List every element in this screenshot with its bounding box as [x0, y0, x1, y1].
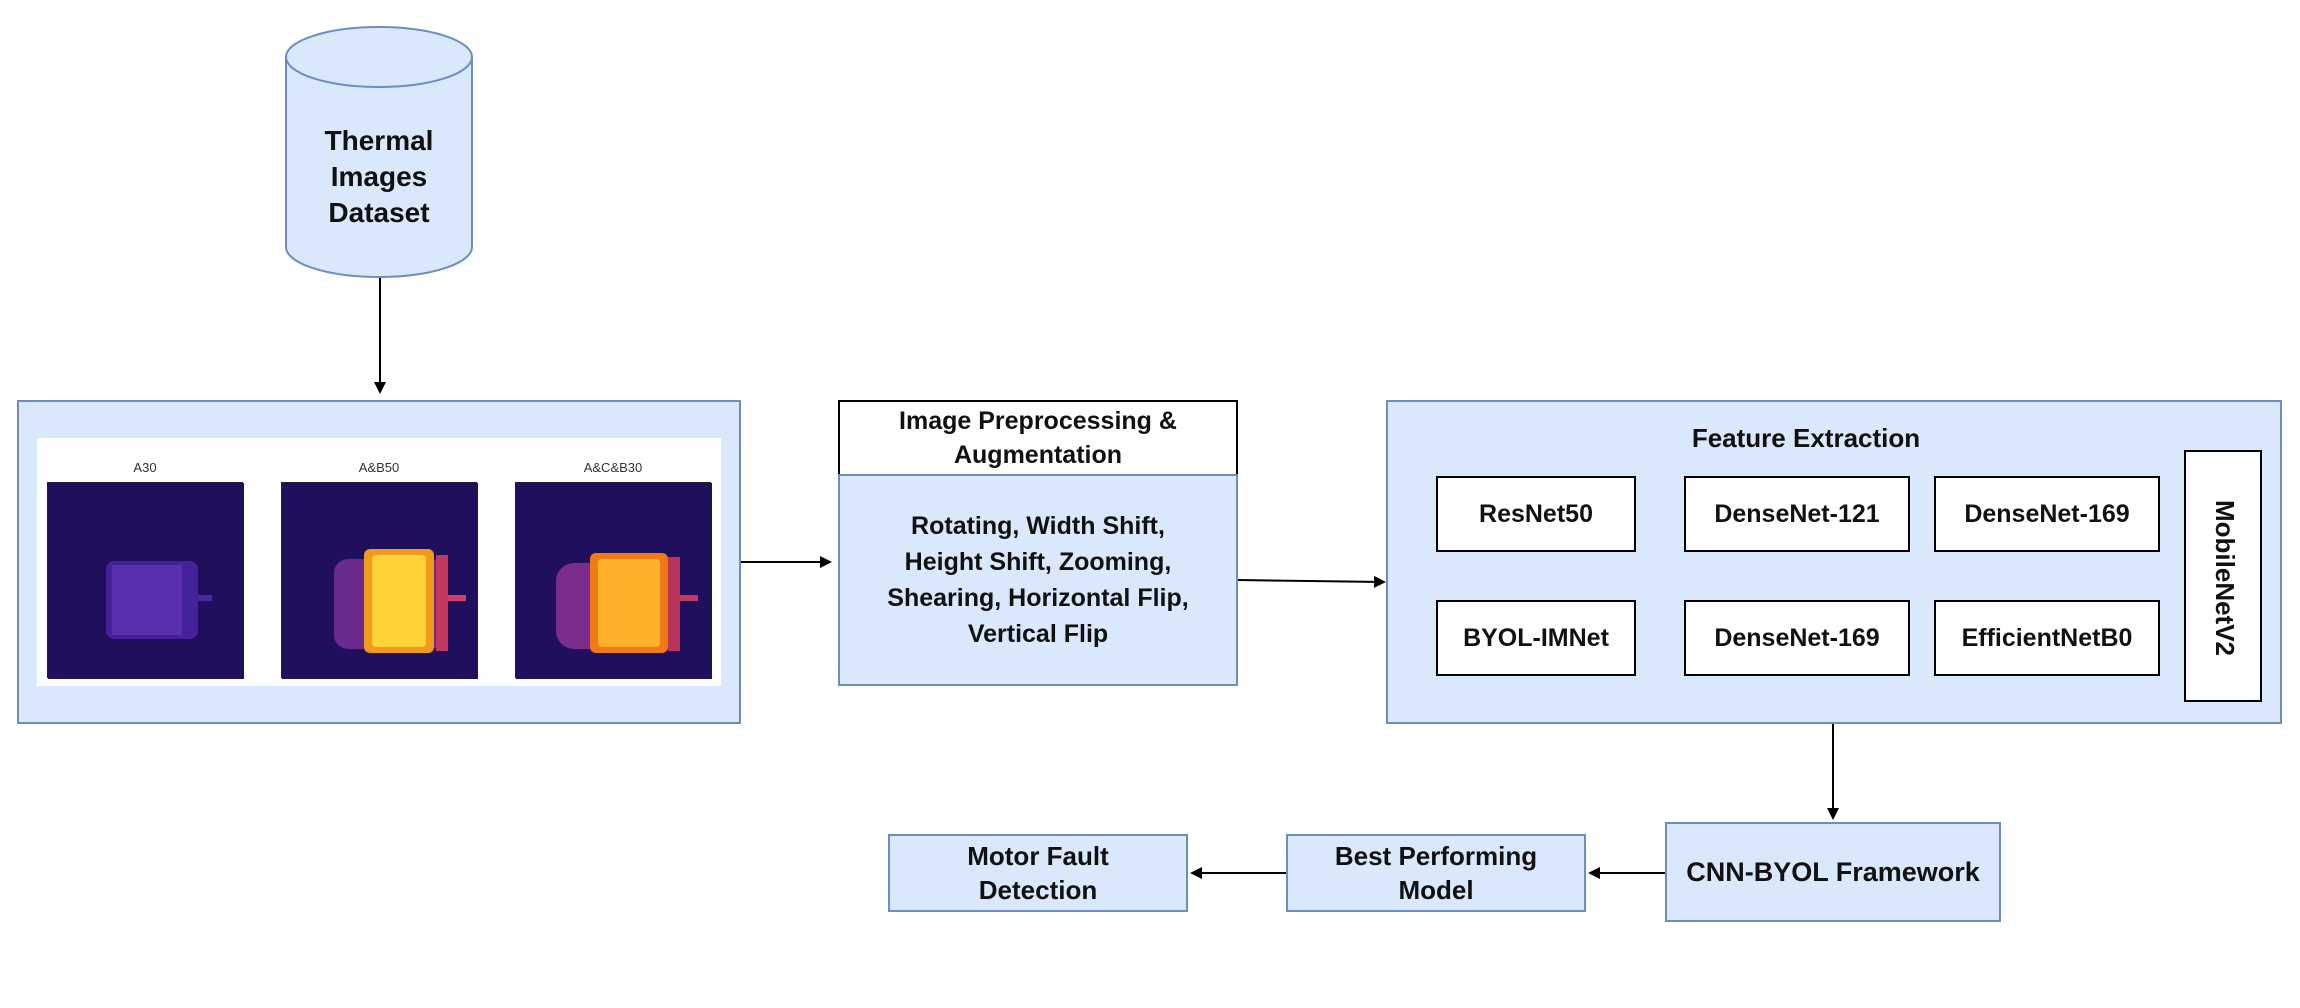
motor-silhouette-ab50 — [282, 483, 478, 679]
cylinder-shape — [285, 26, 473, 278]
dataset-label: Thermal Images Dataset — [324, 125, 434, 228]
cnn-byol-framework: CNN-BYOL Framework — [1665, 822, 2001, 922]
thermal-image-a30 — [47, 482, 244, 679]
thermal-samples-panel: A30 A&B50 A&C&B30 — [17, 400, 741, 724]
motor-silhouette-acb30 — [516, 483, 712, 679]
sample-label-acb30: A&C&B30 — [583, 460, 643, 475]
dataset-cylinder: Thermal Images Dataset — [283, 22, 475, 280]
best-performing-model: Best Performing Model — [1286, 834, 1586, 912]
preprocessing-body: Rotating, Width Shift, Height Shift, Zoo… — [838, 474, 1238, 686]
thermal-image-acb30 — [515, 482, 712, 679]
preprocessing-title: Image Preprocessing & Augmentation — [838, 400, 1238, 476]
feature-extraction-panel: Feature Extraction ResNet50 DenseNet-121… — [1386, 400, 2282, 724]
sample-label-ab50: A&B50 — [358, 460, 400, 475]
model-densenet-169-bottom: DenseNet-169 — [1684, 600, 1910, 676]
model-byol-imnet: BYOL-IMNet — [1436, 600, 1636, 676]
model-densenet-169-top: DenseNet-169 — [1934, 476, 2160, 552]
samples-strip: A30 A&B50 A&C&B30 — [37, 438, 721, 686]
model-mobilenetv2-label: MobileNetV2 — [2210, 499, 2241, 657]
sample-label-a30: A30 — [133, 460, 157, 475]
model-mobilenetv2: MobileNetV2 — [2184, 450, 2262, 702]
motor-fault-detection: Motor Fault Detection — [888, 834, 1188, 912]
thermal-image-ab50 — [281, 482, 478, 679]
motor-silhouette-a30 — [48, 483, 244, 679]
model-resnet50: ResNet50 — [1436, 476, 1636, 552]
model-densenet-121: DenseNet-121 — [1684, 476, 1910, 552]
arrow-preprocessing-to-features — [1237, 575, 1386, 588]
model-efficientnetb0: EfficientNetB0 — [1934, 600, 2160, 676]
feature-extraction-title: Feature Extraction — [1691, 422, 1921, 453]
